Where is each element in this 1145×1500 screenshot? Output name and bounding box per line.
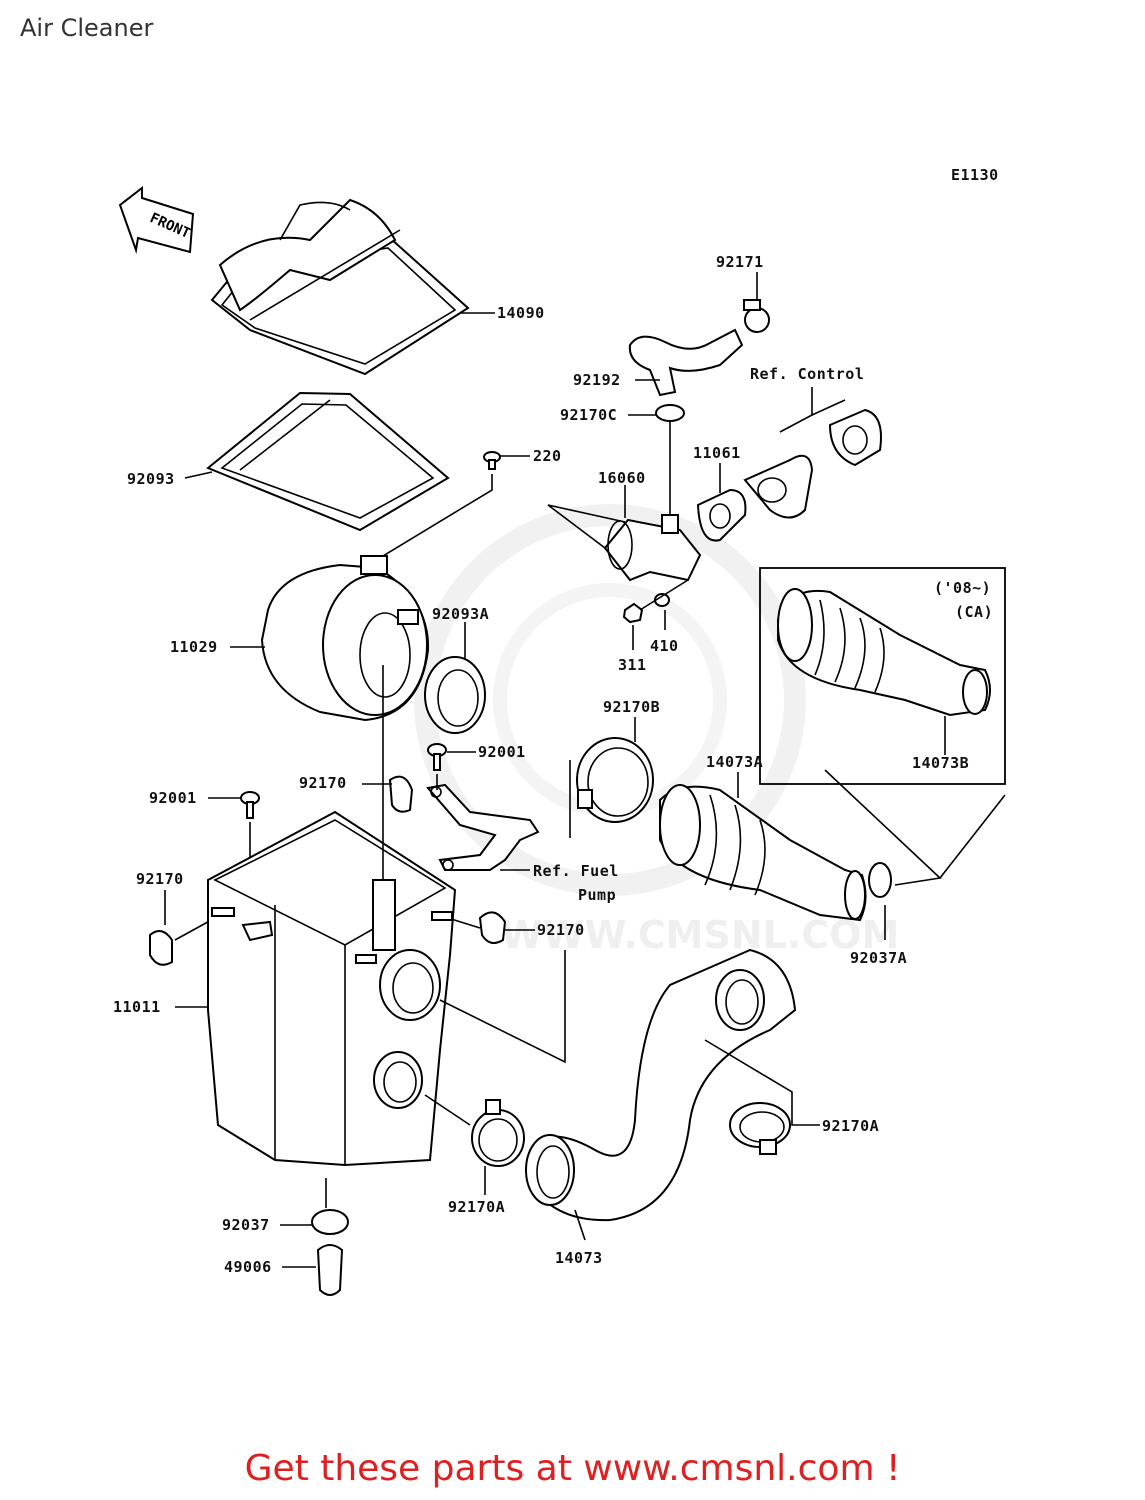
part-92001-bolt-right: [427, 743, 476, 790]
watermark-text: WWW.CMSNL.COM: [501, 913, 900, 957]
label-92192: 92192: [573, 371, 621, 389]
label-92170A-right: 92170A: [822, 1117, 879, 1135]
label-11011: 11011: [113, 998, 161, 1016]
label-92093: 92093: [127, 470, 175, 488]
label-220: 220: [533, 447, 562, 465]
part-11011-housing: [175, 665, 457, 1208]
label-92170-left: 92170: [136, 870, 184, 888]
control-bracket: [743, 408, 882, 519]
label-14073: 14073: [555, 1249, 603, 1267]
part-14090-cover: [210, 198, 495, 376]
label-410: 410: [650, 637, 679, 655]
label-14073B: 14073B: [912, 754, 969, 772]
ref-fuel-label: Ref. Fuel: [533, 862, 619, 880]
part-410-washer: [639, 579, 689, 630]
part-92170-clip-left: [149, 890, 216, 966]
label-92170B: 92170B: [603, 698, 660, 716]
part-11061-gasket: [696, 463, 747, 542]
label-311: 311: [618, 656, 647, 674]
ref-control-label: Ref. Control: [750, 365, 864, 383]
label-16060: 16060: [598, 469, 646, 487]
part-92170B-clamp: [569, 717, 654, 838]
cta-link[interactable]: Get these parts at www.cmsnl.com !: [244, 1448, 901, 1489]
label-92037A: 92037A: [850, 949, 907, 967]
label-92001-left: 92001: [149, 789, 197, 807]
part-220-screw: [367, 451, 530, 566]
part-92170A-clamp-mid: [424, 1094, 525, 1195]
part-49006-plug: [282, 1244, 344, 1296]
label-92170-right: 92170: [537, 921, 585, 939]
part-16060-pipe: [547, 485, 702, 582]
label-92170A-mid: 92170A: [448, 1198, 505, 1216]
inset-box-14073B: [759, 567, 1006, 785]
ref-fuel-label-2: Pump: [578, 886, 616, 904]
part-14073A-duct: [659, 772, 867, 922]
part-311-nut: [622, 602, 644, 650]
label-92170-top: 92170: [299, 774, 347, 792]
label-11061: 11061: [693, 444, 741, 462]
part-14073-duct: [525, 948, 797, 1241]
region-note: (CA): [955, 603, 993, 621]
label-14073A: 14073A: [706, 753, 763, 771]
label-92171: 92171: [716, 253, 764, 271]
part-92037-clamp: [280, 1209, 349, 1235]
label-49006: 49006: [224, 1258, 272, 1276]
part-11029-element: [230, 555, 430, 722]
label-92093A: 92093A: [432, 605, 489, 623]
fuel-pump-bracket: [426, 783, 540, 871]
part-92170-clip-top: [362, 775, 414, 813]
part-92093-gasket: [184, 391, 450, 532]
part-92170C-clamp: [628, 404, 685, 515]
year-note: ('08~): [934, 579, 991, 597]
part-92093A-ring: [424, 622, 486, 734]
diagram-code: E1130: [951, 166, 999, 184]
label-92037: 92037: [222, 1216, 270, 1234]
part-92170A-clamp-right: [704, 1039, 820, 1155]
label-92170C: 92170C: [560, 406, 617, 424]
part-92171-clamp: [743, 272, 770, 333]
label-92001-right: 92001: [478, 743, 526, 761]
part-92192-hose: [628, 328, 744, 397]
label-14090: 14090: [497, 304, 545, 322]
part-92037A-clamp: [824, 769, 1006, 940]
page-title: Air Cleaner: [20, 14, 154, 42]
front-arrow-icon: FRONT: [118, 185, 195, 254]
label-11029: 11029: [170, 638, 218, 656]
